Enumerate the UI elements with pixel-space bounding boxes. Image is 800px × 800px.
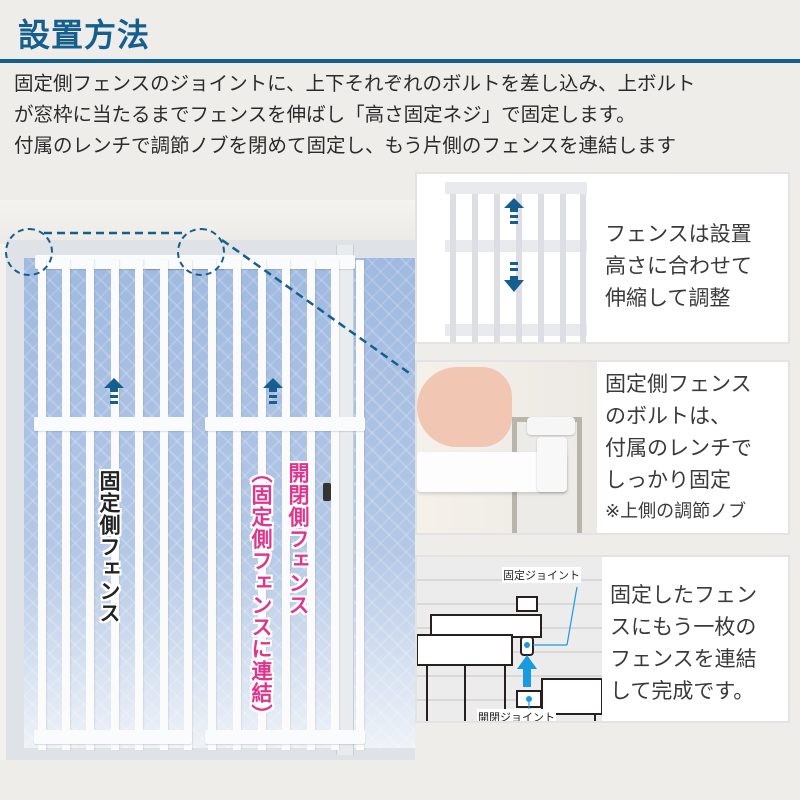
label-fixed-fence: 固定側フェンス	[97, 470, 121, 624]
page-title: 設置方法	[18, 16, 151, 54]
card-connect-fence: 固定ジョイント 開閉ジョイント 固定したフェン スにもう一枚の フェンスを連結 …	[415, 555, 790, 723]
card-adjust-height: フェンスは設置 高さに合わせて 伸縮して調整	[415, 172, 790, 344]
title-rule	[0, 59, 800, 63]
intro-line: 付属のレンチで調節ノブを閉めて固定し、もう片側のフェンスを連結します	[14, 134, 677, 157]
down-arrow-icon	[504, 262, 524, 292]
card-fix-bolt: 固定側フェンス のボルトは、 付属のレンチで しっかり固定 ※上側の調節ノブ	[415, 360, 790, 535]
guide-lines	[44, 231, 413, 377]
hand	[417, 367, 512, 447]
wrench-photo	[417, 362, 597, 533]
dashed-circle-icon	[177, 228, 225, 276]
intro-text: 固定側フェンスのジョイントに、上下それぞれのボルトを差し込み、上ボルト が窓枠に…	[14, 68, 794, 161]
label-open-fence: 開閉側フェンス	[286, 462, 310, 616]
dashed-circle-icon	[5, 228, 53, 276]
up-arrow-icon	[263, 378, 283, 404]
callout-open-joint: 開閉ジョイント	[477, 709, 556, 723]
label-open-fence-sub: （固定側フェンスに連結）	[249, 462, 273, 726]
intro-line: 固定側フェンスのジョイントに、上下それぞれのボルトを差し込み、上ボルト	[14, 72, 696, 95]
joint-diagram: 固定ジョイント 開閉ジョイント	[417, 557, 602, 723]
up-arrow-icon	[504, 198, 524, 224]
installation-photo	[0, 200, 415, 760]
latch-handle	[323, 483, 331, 501]
up-arrow-icon	[104, 378, 124, 404]
callout-fixed-joint: 固定ジョイント	[502, 567, 581, 583]
intro-line: が窓枠に当たるまでフェンスを伸ばし「高さ固定ネジ」で固定します。	[14, 103, 636, 126]
